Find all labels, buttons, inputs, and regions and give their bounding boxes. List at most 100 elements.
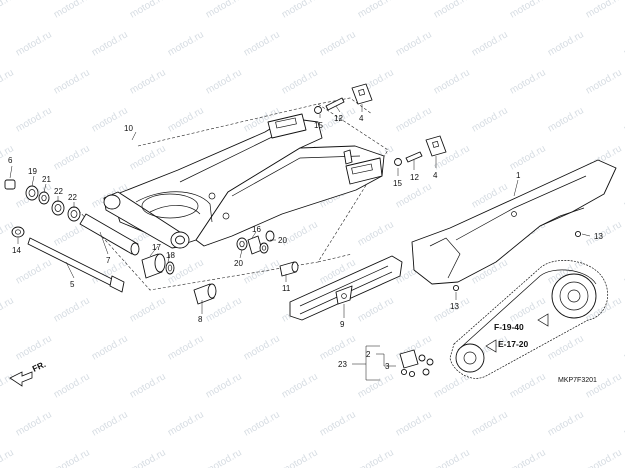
drive-chain: [449, 260, 609, 379]
watermark-text: motod.ru: [432, 67, 472, 96]
watermark-text: motod.ru: [432, 0, 472, 21]
callout-collar-11: 11: [282, 284, 291, 293]
reference-label: F-19-40: [494, 322, 524, 332]
front-direction-indicator: FR.: [9, 359, 48, 387]
watermark-text: motod.ru: [394, 409, 434, 438]
watermark-text: motod.ru: [52, 371, 92, 400]
callout-chain-case-1: 1: [516, 171, 521, 180]
watermark-text: motod.ru: [470, 105, 510, 134]
callout-screw-13b: 13: [450, 302, 459, 311]
watermark-text: motod.ru: [508, 447, 548, 468]
watermark-text: motod.ru: [584, 447, 624, 468]
watermark-text: motod.ru: [394, 105, 434, 134]
callout-adjuster-kit-3: 3: [385, 362, 390, 371]
watermark-text: motod.ru: [14, 105, 54, 134]
reference-f-19-40[interactable]: F-19-40: [494, 313, 549, 332]
watermark-text: motod.ru: [280, 447, 320, 468]
pivot-hardware: [4, 179, 299, 305]
callout-pivot-bolt-5: 5: [70, 280, 75, 289]
watermark-text: motod.ru: [0, 0, 16, 21]
watermark-text: motod.ru: [280, 371, 320, 400]
watermark-text: motod.ru: [242, 333, 282, 362]
callout-plate-4a: 4: [359, 114, 364, 123]
watermark-text: motod.ru: [128, 371, 168, 400]
leader-lines: [9, 104, 591, 318]
adjuster-hardware: [314, 83, 582, 292]
watermark-text: motod.ru: [0, 447, 16, 468]
watermark-text: motod.ru: [128, 0, 168, 21]
callout-adjuster-set-2: 2: [366, 350, 371, 359]
callout-ring-22b: 22: [68, 193, 77, 202]
watermark-text: motod.ru: [280, 0, 320, 21]
watermark-text: motod.ru: [584, 67, 624, 96]
watermark-text: motod.ru: [90, 29, 130, 58]
callout-nut-15b: 15: [393, 179, 402, 188]
adjuster-kit: [399, 349, 434, 378]
watermark-text: motod.ru: [204, 67, 244, 96]
watermark-text: motod.ru: [90, 409, 130, 438]
watermark-text: motod.ru: [508, 0, 548, 21]
callout-washer-14: 14: [12, 246, 21, 255]
watermark-text: motod.ru: [546, 105, 586, 134]
watermark-text: motod.ru: [14, 257, 54, 286]
watermark-text: motod.ru: [432, 447, 472, 468]
callout-collar-8: 8: [198, 315, 203, 324]
watermark-text: motod.ru: [128, 447, 168, 468]
watermark-text: motod.ru: [508, 371, 548, 400]
callout-collar-6: 6: [8, 156, 13, 165]
watermark-text: motod.ru: [204, 0, 244, 21]
watermark-text: motod.ru: [166, 333, 206, 362]
watermark-text: motod.ru: [204, 371, 244, 400]
watermark-text: motod.ru: [52, 67, 92, 96]
assembly-outline: [79, 97, 389, 291]
watermark-text: motod.ru: [242, 29, 282, 58]
watermark-text: motod.ru: [546, 333, 586, 362]
watermark-text: motod.ru: [52, 0, 92, 21]
watermark-text: motod.ru: [0, 371, 16, 400]
watermark-text: motod.ru: [584, 371, 624, 400]
kit-bracket: [352, 345, 396, 381]
watermark-text: motod.ru: [90, 333, 130, 362]
chain-case: [411, 159, 617, 285]
watermark-text: motod.ru: [318, 29, 358, 58]
watermark-text: motod.ru: [128, 143, 168, 172]
watermark-text: motod.ru: [204, 447, 244, 468]
watermark-text: motod.ru: [356, 295, 396, 324]
watermark-text: motod.ru: [52, 143, 92, 172]
watermark-text: motod.ru: [318, 333, 358, 362]
callout-bearing-19: 19: [28, 167, 37, 176]
watermark-text: motod.ru: [356, 0, 396, 21]
watermark-text: motod.ru: [546, 29, 586, 58]
reference-label: E-17-20: [498, 339, 529, 349]
watermark-text: motod.ru: [14, 409, 54, 438]
watermark-text: motod.ru: [508, 143, 548, 172]
watermark-text: motod.ru: [356, 219, 396, 248]
watermark-text: motod.ru: [166, 105, 206, 134]
watermark-text: motod.ru: [166, 29, 206, 58]
watermark-text: motod.ru: [242, 409, 282, 438]
watermark-text: motod.ru: [52, 295, 92, 324]
watermark-text: motod.ru: [242, 257, 282, 286]
watermark-text: motod.ru: [356, 371, 396, 400]
callout-bearing-16: 16: [252, 225, 261, 234]
watermark-text: motod.ru: [14, 333, 54, 362]
callout-swingarm: 10: [124, 124, 133, 133]
callout-pivot-collar-7: 7: [106, 256, 111, 265]
front-label: FR.: [31, 359, 48, 374]
callout-bolt-12a: 12: [334, 114, 343, 123]
watermark-text: motod.ru: [470, 409, 510, 438]
reference-e-17-20[interactable]: E-17-20: [485, 339, 529, 353]
watermark-text: motod.ru: [584, 219, 624, 248]
callout-seal-20a: 20: [278, 236, 287, 245]
watermark-text: motod.ru: [394, 29, 434, 58]
callout-plate-4b: 4: [433, 171, 438, 180]
watermark-text: motod.ru: [280, 67, 320, 96]
chain-slider: [289, 255, 403, 321]
callout-screw-13a: 13: [594, 232, 603, 241]
callout-ring-22a: 22: [54, 187, 63, 196]
watermark-text: motod.ru: [546, 409, 586, 438]
watermark-text: motod.ru: [0, 67, 16, 96]
callout-seal-18: 18: [166, 251, 175, 260]
